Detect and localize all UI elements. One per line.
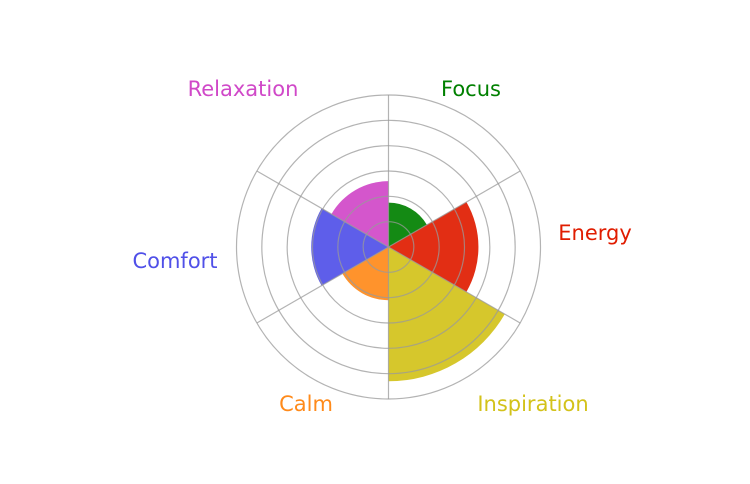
bar-comfort	[311, 208, 389, 286]
grid-layer	[235, 94, 542, 400]
category-label-inspiration: Inspiration	[477, 392, 588, 416]
bar-relaxation	[331, 181, 389, 247]
bar-inspiration	[388, 247, 505, 382]
category-label-focus: Focus	[441, 77, 501, 101]
bar-focus	[388, 202, 427, 247]
grid-spoke	[256, 246, 389, 324]
category-label-relaxation: Relaxation	[188, 77, 299, 101]
bar-energy	[388, 202, 479, 292]
bars-layer	[311, 181, 505, 382]
bar-calm	[342, 247, 389, 301]
grid-spoke	[388, 246, 521, 324]
category-label-calm: Calm	[279, 392, 333, 416]
category-label-comfort: Comfort	[132, 249, 217, 273]
category-label-energy: Energy	[558, 221, 632, 245]
grid-spoke	[256, 170, 389, 248]
grid-spoke	[388, 170, 521, 248]
